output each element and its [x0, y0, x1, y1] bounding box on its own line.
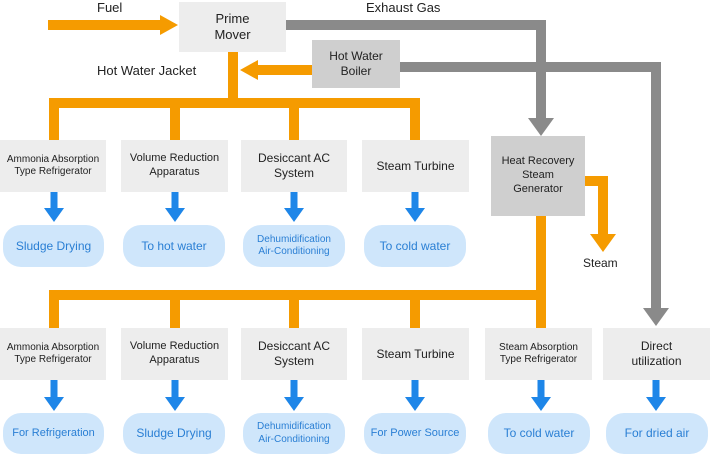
fuel-arrow — [48, 15, 178, 35]
row2-box-steam-turbine: Steam Turbine — [362, 328, 469, 380]
row2-box-volume-reduction: Volume Reduction Apparatus — [121, 328, 228, 380]
row2-blue-arrows — [44, 380, 666, 411]
boiler-to-direct-arrow — [400, 62, 669, 326]
row1-output-sludge-drying: Sludge Drying — [3, 225, 104, 267]
row1-box-steam-turbine: Steam Turbine — [362, 140, 469, 192]
row1-output-cold-water: To cold water — [364, 225, 466, 267]
hrsg-steam-arrow — [585, 176, 616, 252]
row2-output-refrigeration: For Refrigeration — [3, 413, 104, 454]
jacket-distribution-lines — [49, 52, 420, 140]
fuel-label: Fuel — [97, 0, 123, 15]
row2-output-cold-water: To cold water — [488, 413, 590, 454]
steam-label: Steam — [583, 256, 618, 270]
hot-water-boiler-box: Hot Water Boiler — [312, 40, 400, 88]
row2-output-dried-air: For dried air — [606, 413, 708, 454]
row1-blue-arrows — [44, 192, 425, 222]
boiler-to-jacket-arrow — [240, 60, 312, 80]
row2-output-power-source: For Power Source — [364, 413, 466, 454]
row2-output-dehumidification: Dehumidification Air-Conditioning — [243, 413, 345, 454]
row2-box-direct-utilization: Direct utilization — [603, 328, 710, 380]
exhaust-gas-label: Exhaust Gas — [366, 0, 441, 15]
row1-box-volume-reduction: Volume Reduction Apparatus — [121, 140, 228, 192]
row1-output-hot-water: To hot water — [123, 225, 225, 267]
row2-output-sludge-drying: Sludge Drying — [123, 413, 225, 454]
row2-box-steam-absorption: Steam Absorption Type Refrigerator — [485, 328, 592, 380]
row2-box-desiccant-ac: Desiccant AC System — [241, 328, 347, 380]
hot-water-jacket-label: Hot Water Jacket — [97, 63, 197, 78]
hrsg-distribution-lines — [49, 216, 546, 328]
row1-box-desiccant-ac: Desiccant AC System — [241, 140, 347, 192]
prime-mover-box: Prime Mover — [179, 2, 286, 52]
heat-recovery-steam-generator-box: Heat Recovery Steam Generator — [491, 136, 585, 216]
row1-output-dehumidification: Dehumidification Air-Conditioning — [243, 225, 345, 267]
row1-box-ammonia-absorption: Ammonia Absorption Type Refrigerator — [0, 140, 106, 192]
exhaust-to-hrsg-arrow — [286, 20, 554, 136]
row2-box-ammonia-absorption: Ammonia Absorption Type Refrigerator — [0, 328, 106, 380]
